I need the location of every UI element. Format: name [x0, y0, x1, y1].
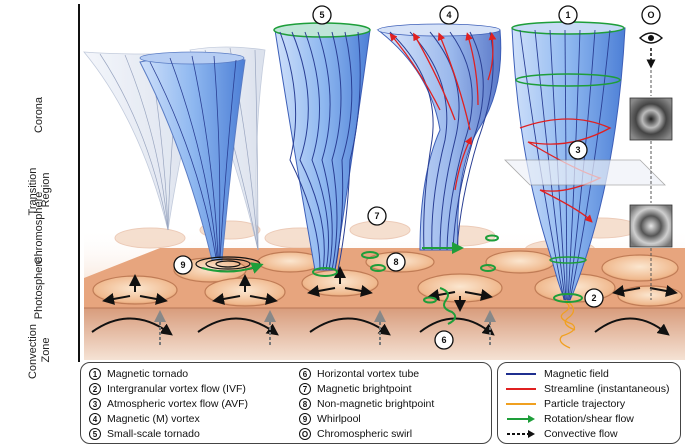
- feature-legend: 1 Magnetic tornado 2 Intergranular vortex …: [80, 362, 492, 444]
- marker-O: O: [641, 5, 661, 25]
- swatch-particle-trajectory: [506, 403, 536, 405]
- legend-item-5: 5 Small-scale tornado: [89, 428, 200, 440]
- layer-label-corona: Corona: [33, 96, 45, 133]
- svg-text:6: 6: [441, 335, 446, 345]
- layer-label-convection-line1: Convection: [27, 324, 39, 379]
- legend-item-2: 2 Intergranular vortex flow (IVF): [89, 383, 246, 395]
- marker-2: 2: [584, 288, 604, 308]
- marker-1: 1: [558, 5, 578, 25]
- magnetic-vortex: [376, 23, 502, 254]
- line-legend-convective: Convective flow: [506, 428, 618, 440]
- svg-text:1: 1: [565, 10, 570, 20]
- svg-text:8: 8: [393, 257, 398, 267]
- line-legend-label: Convective flow: [544, 428, 618, 440]
- line-legend-label: Particle trajectory: [544, 398, 626, 410]
- line-style-legend: Magnetic field Streamline (instantaneous…: [497, 362, 681, 444]
- marker-5: 5: [312, 5, 332, 25]
- legend-item-6: 6 Horizontal vortex tube: [299, 368, 419, 380]
- marker-7: 7: [367, 206, 387, 226]
- legend-item-3: 3 Atmospheric vortex flow (AVF): [89, 398, 248, 410]
- svg-text:9: 9: [180, 260, 185, 270]
- layer-label-transition-line1: Transition: [27, 168, 39, 216]
- brightpoints: [361, 234, 499, 304]
- line-legend-label: Magnetic field: [544, 368, 609, 380]
- legend-num: 7: [299, 383, 311, 395]
- legend-num: O: [299, 428, 311, 440]
- legend-num: 8: [299, 398, 311, 410]
- line-legend-label: Streamline (instantaneous): [544, 383, 670, 395]
- line-legend-trajectory: Particle trajectory: [506, 398, 625, 410]
- layer-label-transition: Transition Region: [27, 165, 52, 216]
- marker-4: 4: [439, 5, 459, 25]
- svg-text:7: 7: [374, 211, 379, 221]
- whirlpool-funnel: [139, 51, 264, 274]
- marker-9: 9: [173, 255, 193, 275]
- legend-item-7: 7 Magnetic brightpoint: [299, 383, 412, 395]
- legend-num: 5: [89, 428, 101, 440]
- legend-label: Whirlpool: [317, 413, 361, 425]
- horizontal-vortex-tube: [439, 287, 457, 325]
- swatch-magnetic-field: [506, 373, 536, 375]
- small-scale-tornado: [273, 22, 371, 277]
- legend-num: 2: [89, 383, 101, 395]
- svg-text:O: O: [647, 10, 654, 20]
- svg-text:4: 4: [446, 10, 451, 20]
- legend-item-O: O Chromospheric swirl: [299, 428, 412, 440]
- legend-label: Intergranular vortex flow (IVF): [107, 383, 246, 395]
- legend-item-9: 9 Whirlpool: [299, 413, 361, 425]
- legend-num: 6: [299, 368, 311, 380]
- scene-markers: 1 2 3 4 5 6 7 8 9 O: [173, 5, 661, 350]
- legend-num: 4: [89, 413, 101, 425]
- legend-label: Magnetic tornado: [107, 368, 189, 380]
- layer-label-convection-line2: Zone: [40, 337, 52, 362]
- layer-labels: Corona Transition Region Chromosphere Ph…: [27, 96, 52, 379]
- legend-item-4: 4 Magnetic (M) vortex: [89, 413, 200, 425]
- legend-label: Small-scale tornado: [107, 428, 200, 440]
- legend-label: Non-magnetic brightpoint: [317, 398, 435, 410]
- svg-text:2: 2: [591, 293, 596, 303]
- marker-3: 3: [568, 140, 588, 160]
- legend-label: Atmospheric vortex flow (AVF): [107, 398, 249, 410]
- layer-label-photosphere: Photosphere: [33, 257, 45, 319]
- legend-num: 3: [89, 398, 101, 410]
- legend-label: Horizontal vortex tube: [317, 368, 420, 380]
- legend-label: Magnetic (M) vortex: [107, 413, 200, 425]
- convection-zone: [84, 307, 685, 360]
- layer-label-chromosphere: Chromosphere: [33, 192, 45, 265]
- swatch-rotation-arrow-icon: [507, 415, 535, 423]
- svg-text:3: 3: [575, 145, 580, 155]
- line-legend-magnetic-field: Magnetic field: [506, 368, 609, 380]
- legend-item-1: 1 Magnetic tornado: [89, 368, 188, 380]
- line-legend-rotation: Rotation/shear flow: [506, 413, 634, 425]
- line-legend-label: Rotation/shear flow: [544, 413, 634, 425]
- legend-num: 9: [299, 413, 311, 425]
- layer-label-convection: Convection Zone: [27, 321, 52, 379]
- marker-8: 8: [386, 252, 406, 272]
- legend-label: Magnetic brightpoint: [317, 383, 412, 395]
- legend-num: 1: [89, 368, 101, 380]
- swatch-streamline: [506, 388, 536, 390]
- granule-outflow-arrows: [102, 266, 678, 312]
- observation-plane: [504, 32, 673, 300]
- marker-6: 6: [434, 330, 454, 350]
- photosphere-granules: [84, 248, 685, 308]
- line-legend-streamline: Streamline (instantaneous): [506, 383, 669, 395]
- layer-label-transition-line2: Region: [40, 173, 52, 208]
- legend-label: Chromospheric swirl: [317, 428, 413, 440]
- legend-item-8: 8 Non-magnetic brightpoint: [299, 398, 434, 410]
- swatch-convective-arrow-icon: [507, 430, 535, 438]
- svg-text:5: 5: [319, 10, 324, 20]
